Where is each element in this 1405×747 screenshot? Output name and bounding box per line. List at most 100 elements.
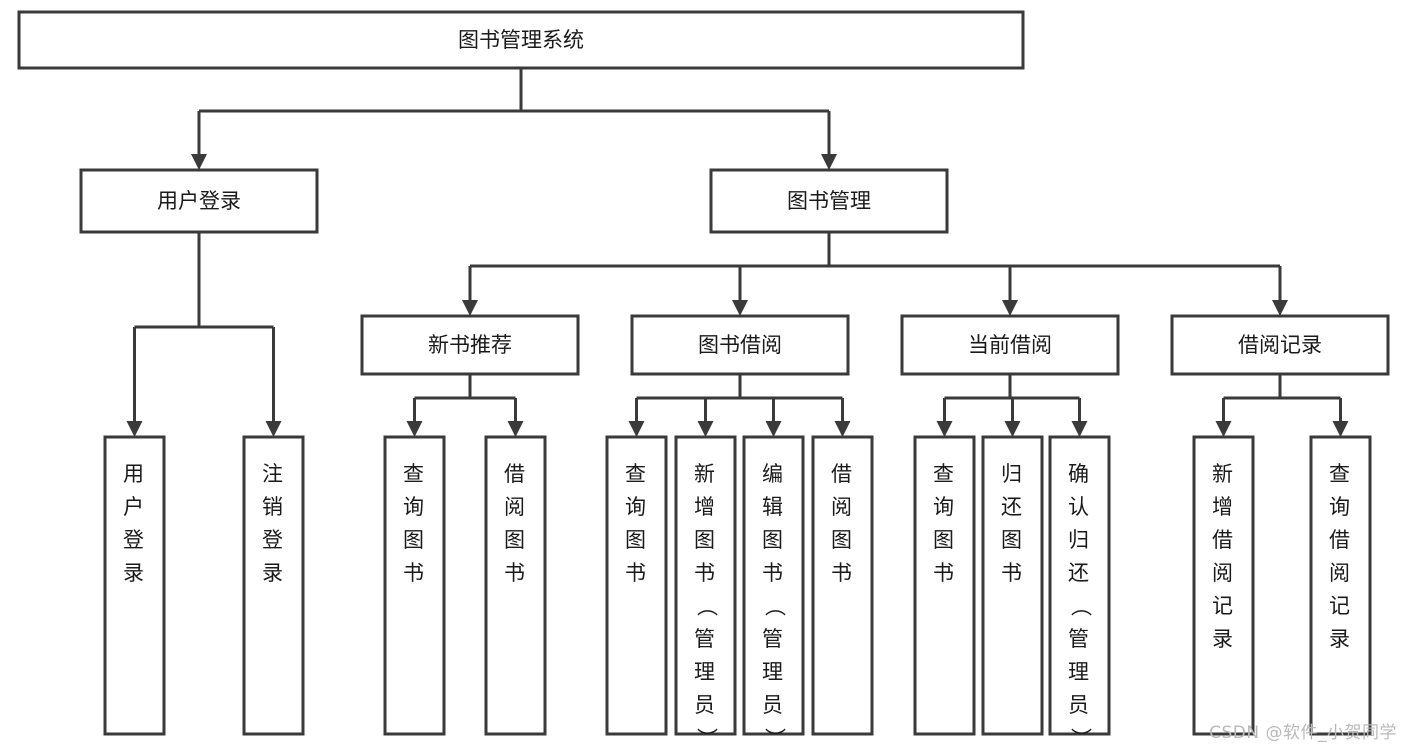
node-leaf-user-login-char: 登 (123, 528, 146, 552)
edge-arrowhead (1004, 421, 1021, 437)
node-leaf-add-book-char: 理 (694, 660, 717, 684)
node-current-borrow[interactable]: 当前借阅 (900, 314, 1120, 376)
node-leaf-confirm-return-char: 归 (1068, 528, 1091, 552)
node-leaf-add-record-char: 记 (1212, 594, 1235, 618)
node-leaf-add-book-char: 员 (694, 693, 717, 717)
node-leaf-user-login-char: 录 (123, 561, 146, 585)
node-leaf-borrow-book-2-char: 书 (831, 561, 854, 585)
node-leaf-user-login-char: 用 (123, 462, 146, 486)
node-book-borrow[interactable]: 图书借阅 (630, 314, 850, 376)
edge-arrowhead (1002, 300, 1018, 316)
node-leaf-query-record-char: 查 (1329, 462, 1352, 486)
node-user-login-box (79, 168, 319, 234)
node-leaf-borrow-book-2-char: 阅 (831, 495, 854, 519)
node-leaf-confirm-return-char: 员 (1068, 693, 1091, 717)
node-new-book-rec[interactable]: 新书推荐 (360, 314, 580, 376)
node-leaf-edit-book-char: 员 (762, 693, 785, 717)
edge-arrowhead (936, 421, 953, 437)
node-leaf-add-record-char: 增 (1212, 495, 1235, 519)
node-leaf-confirm-return-char: 理 (1068, 660, 1091, 684)
node-leaf-edit-book-char: 辑 (762, 495, 785, 519)
edge-current-borrow-to-leaves (936, 374, 1088, 437)
node-borrow-record-box (1170, 314, 1390, 376)
node-leaf-confirm-return-char: 还 (1068, 561, 1091, 585)
node-leaf-query-book-2-char: 查 (625, 462, 648, 486)
node-leaf-borrow-book-2-char: 借 (831, 462, 854, 486)
node-leaf-edit-book-char: 书 (762, 561, 785, 585)
node-leaf-query-book-2-char: 询 (625, 495, 648, 519)
edge-arrowhead (406, 421, 423, 437)
node-user-login-label: 用户登录 (157, 189, 241, 213)
node-leaf-query-record-char: 借 (1329, 528, 1352, 552)
node-leaf-edit-book-char: （ (763, 596, 787, 619)
edge-arrowhead (462, 300, 478, 316)
edge-book-borrow-to-leaves (628, 374, 851, 437)
edge-arrowhead (732, 300, 748, 316)
node-current-borrow-box (900, 314, 1120, 376)
node-leaf-confirm-return-box (1048, 435, 1111, 736)
node-leaf-confirm-return-char: （ (1069, 596, 1093, 619)
node-leaf-add-book-char: 管 (694, 627, 717, 651)
node-leaf-query-record-char: 询 (1329, 495, 1352, 519)
node-leaf-borrow-book-2-char: 图 (831, 528, 854, 552)
node-leaf-query-book-3-char: 书 (933, 561, 956, 585)
node-leaf-borrow-book-1-char: 阅 (504, 495, 527, 519)
node-root-label: 图书管理系统 (458, 28, 584, 52)
node-borrow-record-label: 借阅记录 (1238, 333, 1322, 357)
node-leaf-query-book-1-char: 书 (403, 561, 426, 585)
edge-arrowhead (265, 421, 282, 437)
edge-arrowhead (834, 421, 851, 437)
node-leaf-confirm-return-char: 管 (1068, 627, 1091, 651)
node-root-box (17, 10, 1025, 70)
node-leaf-user-login-box (103, 435, 166, 736)
node-book-borrow-box (630, 314, 850, 376)
edge-arrowhead (191, 154, 207, 170)
node-new-book-rec-box (360, 314, 580, 376)
node-leaf-logout-char: 销 (262, 495, 285, 519)
node-borrow-record[interactable]: 借阅记录 (1170, 314, 1390, 376)
node-leaf-return-book-char: 归 (1001, 462, 1024, 486)
edge-arrowhead (507, 421, 524, 437)
node-leaf-query-book-2-char: 书 (625, 561, 648, 585)
node-leaf-logout-char: 录 (262, 561, 285, 585)
nodes-layer: 图书管理系统用户登录图书管理新书推荐图书借阅当前借阅借阅记录用户登录注销登录查询… (17, 10, 1390, 747)
edge-arrowhead (1332, 421, 1349, 437)
node-user-login[interactable]: 用户登录 (79, 168, 319, 234)
node-leaf-confirm-return-char: 认 (1068, 495, 1091, 519)
node-root[interactable]: 图书管理系统 (17, 10, 1025, 70)
node-leaf-edit-book-char: ） (763, 728, 787, 747)
node-book-borrow-label: 图书借阅 (698, 333, 782, 357)
node-leaf-logout-box (242, 435, 305, 736)
node-leaf-query-record-char: 记 (1329, 594, 1352, 618)
node-leaf-query-book-1-char: 询 (403, 495, 426, 519)
node-leaf-add-book-char: （ (695, 596, 719, 619)
node-book-manage-label: 图书管理 (787, 189, 871, 213)
node-leaf-query-record-box (1309, 435, 1372, 736)
edge-new-book-rec-to-leaves (406, 374, 524, 437)
edge-borrow-record-to-leaves (1215, 374, 1349, 437)
edge-arrowhead (126, 421, 143, 437)
node-leaf-add-book-char: 书 (694, 561, 717, 585)
node-leaf-user-login-char: 户 (123, 495, 146, 519)
node-book-manage[interactable]: 图书管理 (709, 168, 949, 234)
node-leaf-query-book-3-char: 查 (933, 462, 956, 486)
node-leaf-return-book-char: 还 (1001, 495, 1024, 519)
edges-layer (126, 68, 1349, 437)
node-leaf-logout-char: 登 (262, 528, 285, 552)
node-current-borrow-label: 当前借阅 (968, 333, 1052, 357)
node-leaf-user-login[interactable]: 用户登录 (103, 435, 166, 736)
node-leaf-edit-book-char: 管 (762, 627, 785, 651)
